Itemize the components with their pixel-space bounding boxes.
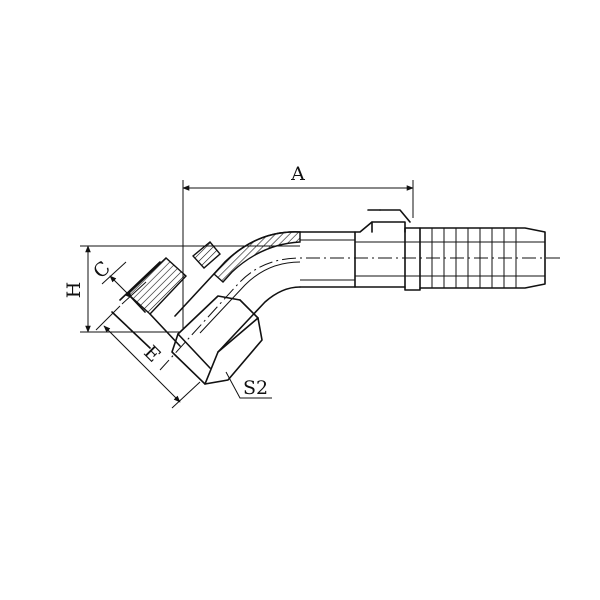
hose-tail — [299, 209, 546, 291]
dimension-label-a: A — [290, 163, 305, 185]
dimension-label-h: H — [63, 282, 85, 299]
swivel-nut — [111, 241, 263, 385]
dimension-s2: S2 — [225, 371, 272, 399]
dimension-label-c: C — [89, 257, 115, 283]
dimension-label-e: E — [139, 341, 164, 366]
dimension-e: E — [95, 305, 201, 409]
dimension-a: A — [182, 163, 414, 330]
dimension-label-s2: S2 — [243, 377, 268, 399]
bent-tube — [174, 231, 301, 353]
centerline — [159, 257, 560, 371]
